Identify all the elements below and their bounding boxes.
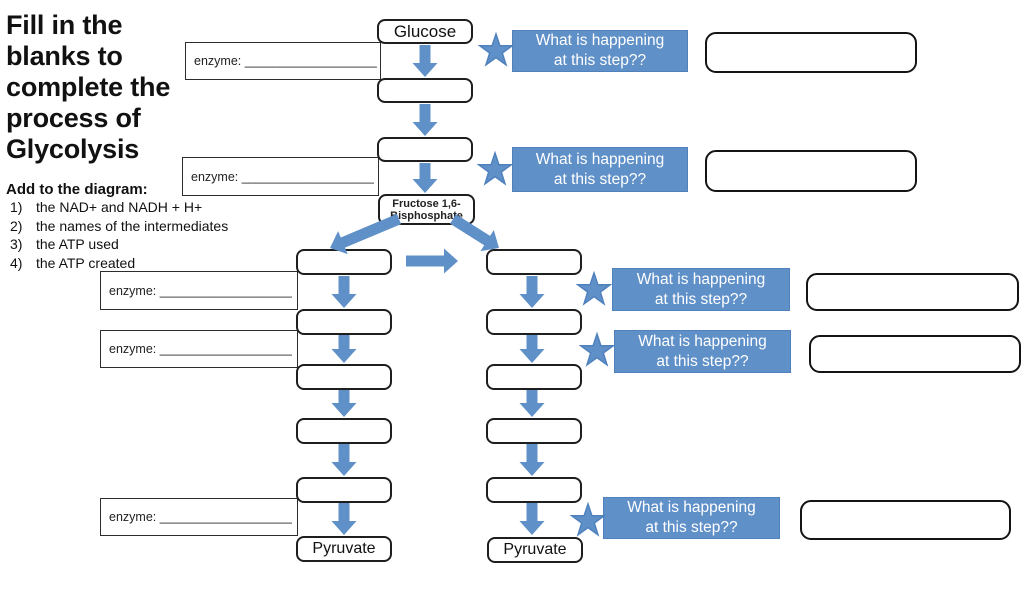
star-icon xyxy=(569,501,607,537)
flow-arrow xyxy=(406,248,458,274)
title-line: process of xyxy=(6,103,141,133)
title-line: Glycolysis xyxy=(6,134,140,164)
blank-node-left-1[interactable] xyxy=(296,249,392,275)
star-icon xyxy=(578,331,616,367)
flow-arrow xyxy=(331,276,357,308)
list-item: 2) the names of the intermediates xyxy=(10,217,229,234)
flow-arrow xyxy=(519,335,545,363)
enzyme-field-1[interactable]: enzyme: ___________________ xyxy=(185,42,381,80)
blank-node-right-2[interactable] xyxy=(486,309,582,335)
node-glucose: Glucose xyxy=(377,19,473,44)
blank-node-right-1[interactable] xyxy=(486,249,582,275)
flow-arrow xyxy=(519,503,545,535)
question-box-2: What is happening at this step?? xyxy=(512,147,688,192)
flow-arrow xyxy=(519,276,545,308)
blank-node-right-3[interactable] xyxy=(486,364,582,390)
flow-arrow xyxy=(519,444,545,476)
flow-arrow xyxy=(331,390,357,417)
star-icon xyxy=(477,31,515,67)
enzyme-field-2[interactable]: enzyme: ___________________ xyxy=(182,157,379,196)
node-fructose-16-bisphosphate: Fructose 1,6- Bisphosphate xyxy=(378,194,475,225)
blank-node-left-3[interactable] xyxy=(296,364,392,390)
answer-box-2[interactable] xyxy=(705,150,917,192)
node-pyruvate-left: Pyruvate xyxy=(296,536,392,562)
title-line: Fill in the xyxy=(6,10,123,40)
title-line: complete the xyxy=(6,72,171,102)
star-icon xyxy=(575,270,613,306)
flow-arrow xyxy=(519,390,545,417)
answer-box-3[interactable] xyxy=(806,273,1019,311)
list-item: 4) the ATP created xyxy=(10,254,136,271)
flow-arrow xyxy=(331,444,357,476)
node-pyruvate-right: Pyruvate xyxy=(487,537,583,563)
flow-arrow xyxy=(412,104,438,136)
blank-node-left-2[interactable] xyxy=(296,309,392,335)
page-title: Fill in the blanks to complete the proce… xyxy=(6,10,170,165)
blank-node-left-4[interactable] xyxy=(296,418,392,444)
title-line: blanks to xyxy=(6,41,123,71)
list-item: 1) the NAD+ and NADH + H+ xyxy=(10,199,203,215)
flow-arrow xyxy=(331,503,357,535)
instructions-list: 1) the NAD+ and NADH + H+ 2) the names o… xyxy=(10,198,228,272)
flow-arrow xyxy=(412,163,438,193)
blank-node-right-5[interactable] xyxy=(486,477,582,503)
flow-arrow xyxy=(331,335,357,363)
answer-box-4[interactable] xyxy=(809,335,1021,373)
question-box-4: What is happening at this step?? xyxy=(614,330,791,373)
list-item: 3) the ATP used xyxy=(10,236,119,252)
answer-box-1[interactable] xyxy=(705,32,917,73)
blank-node-center-1[interactable] xyxy=(377,78,473,103)
question-box-1: What is happening at this step?? xyxy=(512,30,688,72)
blank-node-left-5[interactable] xyxy=(296,477,392,503)
question-box-3: What is happening at this step?? xyxy=(612,268,790,311)
enzyme-field-4[interactable]: enzyme: ___________________ xyxy=(100,330,298,368)
flow-arrow xyxy=(412,45,438,77)
blank-node-right-4[interactable] xyxy=(486,418,582,444)
instructions-heading: Add to the diagram: xyxy=(6,181,148,198)
answer-box-5[interactable] xyxy=(800,500,1011,540)
blank-node-center-2[interactable] xyxy=(377,137,473,162)
enzyme-field-3[interactable]: enzyme: ___________________ xyxy=(100,271,298,310)
question-box-5: What is happening at this step?? xyxy=(603,497,780,539)
enzyme-field-5[interactable]: enzyme: ___________________ xyxy=(100,498,298,536)
star-icon xyxy=(476,150,514,186)
